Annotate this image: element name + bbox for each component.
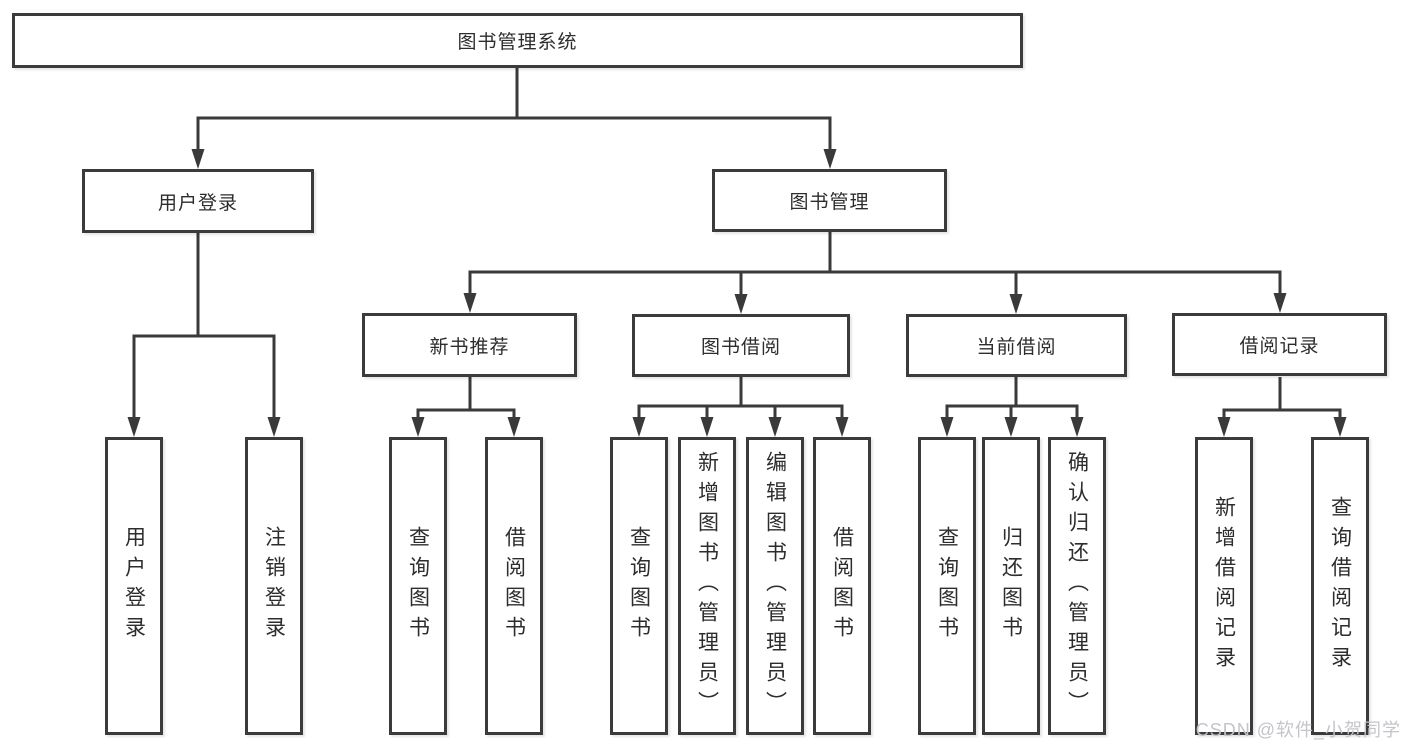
- node-new-book-recommendation: 新书推荐: [362, 313, 577, 377]
- leaf-label: 新增借阅记录: [1212, 496, 1236, 676]
- leaf-user-login: 用户登录: [105, 437, 163, 735]
- leaf-query-borrow-record: 查询借阅记录: [1311, 437, 1369, 735]
- leaf-label: 编辑图书（管理员）: [763, 451, 787, 721]
- node-current-borrowing: 当前借阅: [906, 314, 1127, 377]
- leaf-query-books-recommend: 查询图书: [389, 437, 447, 735]
- node-user-login: 用户登录: [82, 169, 314, 233]
- leaf-logout: 注销登录: [245, 437, 303, 735]
- leaf-label: 查询图书: [935, 526, 959, 646]
- leaf-label: 借阅图书: [502, 526, 526, 646]
- leaf-add-borrow-record: 新增借阅记录: [1195, 437, 1253, 735]
- leaf-return-books: 归还图书: [982, 437, 1040, 735]
- leaf-label: 查询图书: [406, 526, 430, 646]
- leaf-borrow-books-recommend: 借阅图书: [485, 437, 543, 735]
- leaf-confirm-return-admin: 确认归还（管理员）: [1048, 437, 1106, 735]
- node-borrowing-records: 借阅记录: [1172, 313, 1387, 376]
- leaf-label: 新增图书（管理员）: [695, 451, 719, 721]
- arrowheads: [127, 149, 1347, 437]
- node-library-system: 图书管理系统: [12, 13, 1023, 68]
- leaf-add-books-admin: 新增图书（管理员）: [678, 437, 736, 735]
- leaf-label: 借阅图书: [830, 526, 854, 646]
- leaf-label: 查询图书: [627, 526, 651, 646]
- node-book-management: 图书管理: [712, 169, 947, 232]
- csdn-watermark: CSDN @软件_小贺同学: [1195, 720, 1401, 740]
- leaf-label: 归还图书: [999, 526, 1023, 646]
- leaf-query-books-borrowing: 查询图书: [610, 437, 668, 735]
- leaf-label: 确认归还（管理员）: [1065, 451, 1089, 721]
- leaf-edit-books-admin: 编辑图书（管理员）: [746, 437, 804, 735]
- leaf-label: 查询借阅记录: [1328, 496, 1352, 676]
- leaf-borrow-books-borrowing: 借阅图书: [813, 437, 871, 735]
- leaf-label: 注销登录: [262, 526, 286, 646]
- leaf-query-books-current: 查询图书: [918, 437, 976, 735]
- leaf-label: 用户登录: [122, 526, 146, 646]
- node-book-borrowing: 图书借阅: [632, 314, 850, 377]
